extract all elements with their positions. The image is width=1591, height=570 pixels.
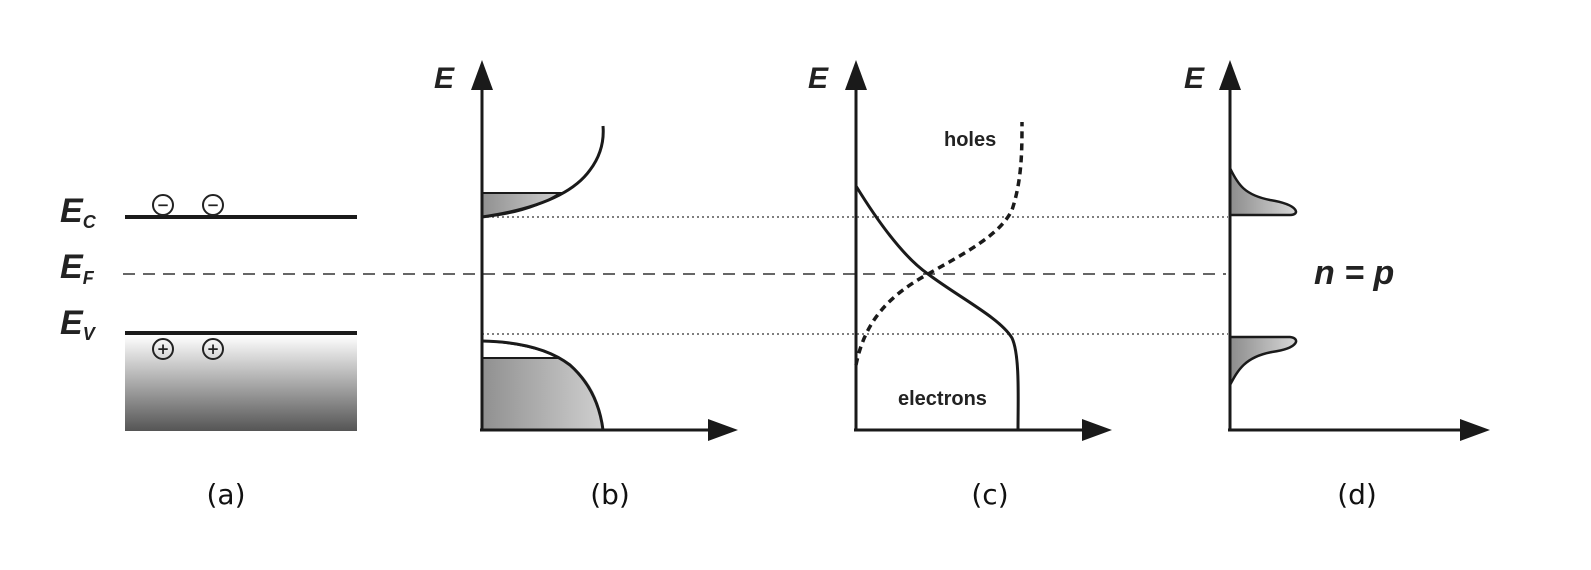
hole-icon: +: [202, 338, 224, 360]
electrons-label: electrons: [898, 388, 987, 410]
hole-icon: +: [152, 338, 174, 360]
vb-dos-curve: [481, 339, 605, 431]
cb-dos-curve: [481, 125, 605, 219]
electrons-curve: [854, 185, 1020, 431]
y-axis-arrow-icon: [845, 60, 867, 90]
hole-concentration-peak: [1228, 335, 1298, 386]
panel-label-b: (b): [590, 478, 630, 511]
x-axis-arrow-icon: [1082, 419, 1112, 441]
vb-dos-fill: [482, 358, 603, 430]
holes-label: holes: [944, 129, 996, 151]
electron-icon: −: [152, 194, 174, 216]
panel-label-d: (d): [1337, 478, 1377, 511]
y-axis-arrow-icon: [471, 60, 493, 90]
equation-n-equals-p: n = p: [1314, 254, 1394, 292]
panel-d: E n = p (d): [1184, 60, 1490, 511]
panel-label-a: (a): [206, 478, 245, 511]
holes-curve: [854, 121, 1024, 366]
axis-label-e: E: [434, 62, 455, 95]
y-axis-arrow-icon: [1219, 60, 1241, 90]
axis-label-e: E: [1184, 62, 1205, 95]
panel-label-c: (c): [971, 478, 1008, 511]
axis-label-e: E: [808, 62, 829, 95]
x-axis-arrow-icon: [1460, 419, 1490, 441]
svg-text:−: −: [207, 196, 220, 214]
electron-icon: −: [202, 194, 224, 216]
svg-text:−: −: [157, 196, 170, 214]
svg-text:+: +: [157, 340, 170, 358]
ef-label: EF: [60, 248, 95, 288]
panel-b: E (b): [434, 60, 738, 511]
panel-a: EC EF EV − − + + (a): [60, 192, 357, 511]
panel-c: E holes electrons (c): [808, 60, 1112, 511]
x-axis-arrow-icon: [708, 419, 738, 441]
ec-label: EC: [60, 192, 97, 232]
cb-occupied-fill: [481, 192, 564, 219]
electron-concentration-peak: [1228, 167, 1298, 217]
ev-label: EV: [60, 304, 97, 344]
valence-band-fill: [125, 335, 357, 431]
svg-text:+: +: [207, 340, 220, 358]
